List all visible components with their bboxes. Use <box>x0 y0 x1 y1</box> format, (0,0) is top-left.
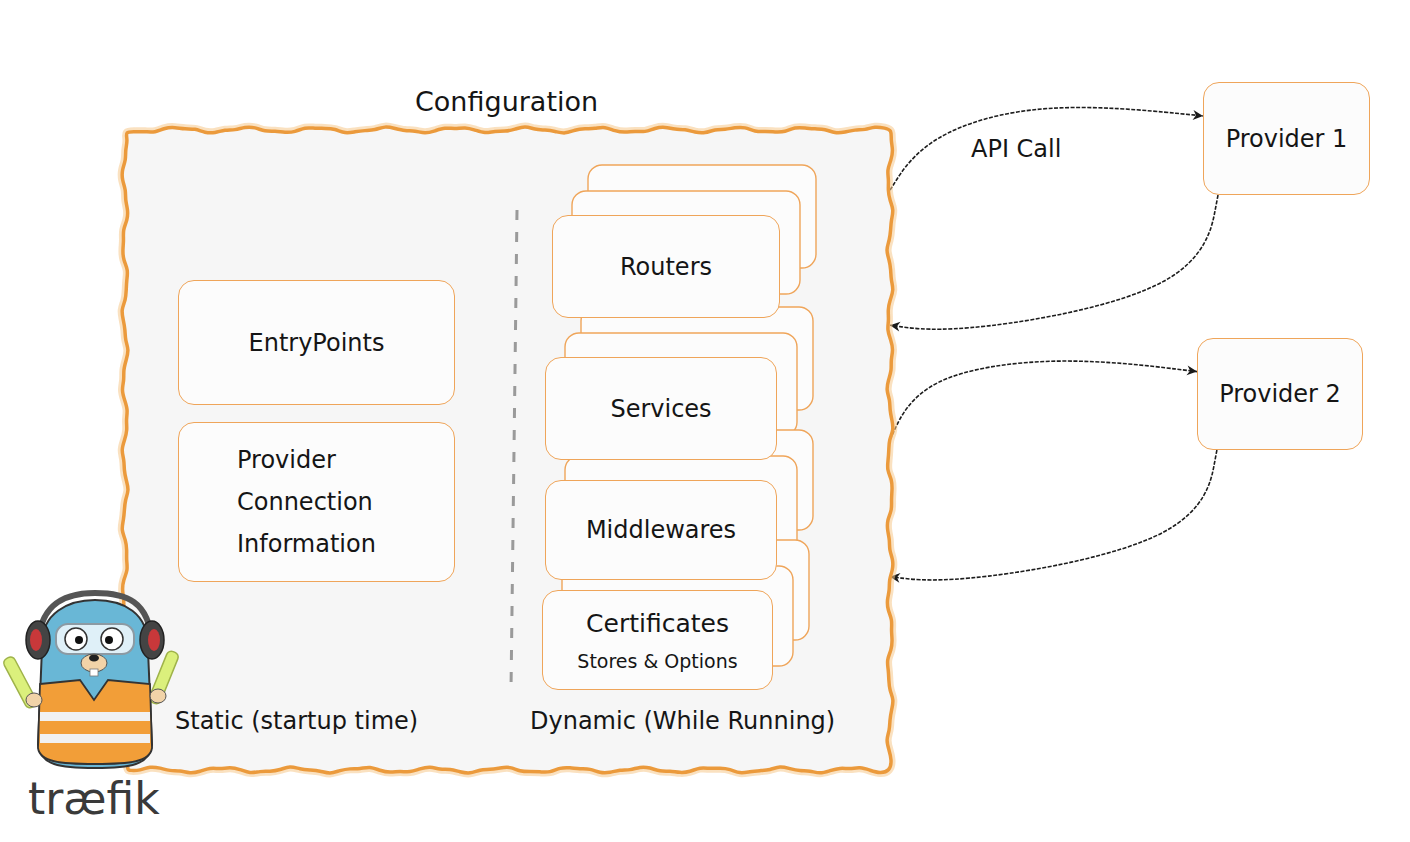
mascot-part <box>30 629 42 651</box>
text-group: Provider 1 <box>1212 118 1362 160</box>
mascot-part <box>90 669 98 676</box>
region-border <box>122 127 893 773</box>
gopher-mascot <box>2 593 180 768</box>
box-label: Middlewares <box>586 509 736 551</box>
connector-arrow <box>890 450 1217 580</box>
mascot-part <box>65 628 87 650</box>
text-group: Provider 2 <box>1205 373 1355 415</box>
box-label: Certificates <box>577 602 737 646</box>
section-label: Static (startup time) <box>175 706 418 737</box>
region-halo <box>122 127 893 773</box>
configuration-region: EntryPointsProvider Connection Informati… <box>125 130 890 770</box>
mascot-part <box>101 628 123 650</box>
mascot-part <box>40 734 150 743</box>
connector-arrow <box>890 195 1218 329</box>
divider-line <box>511 210 517 690</box>
text-group: EntryPoints <box>235 322 399 364</box>
mascot-part <box>38 600 152 768</box>
provider-box: Provider 1 <box>1203 82 1370 195</box>
box-label: EntryPoints <box>249 322 385 364</box>
mascot-part <box>56 624 134 654</box>
box-label: Provider 1 <box>1226 118 1348 160</box>
region-title: Configuration <box>415 84 598 119</box>
dynamic-card: Services <box>545 357 777 460</box>
text-group: Services <box>596 388 725 430</box>
mascot-part <box>150 689 166 703</box>
section-label: Dynamic (While Running) <box>530 706 835 737</box>
box-label: Provider 2 <box>1219 373 1341 415</box>
static-box: Provider Connection Information <box>178 422 455 582</box>
mascot-part <box>38 680 152 764</box>
text-group: Middlewares <box>572 509 750 551</box>
text-group: CertificatesStores & Options <box>563 602 751 679</box>
mascot-part <box>140 621 164 659</box>
dynamic-card: CertificatesStores & Options <box>542 590 773 690</box>
mascot-part <box>75 636 83 644</box>
text-group: Provider Connection Information <box>179 439 454 565</box>
mascot-part <box>105 636 113 644</box>
mascot-part <box>89 655 99 662</box>
connector-arrow <box>890 107 1203 190</box>
text-group: Routers <box>606 246 726 288</box>
box-label: Provider Connection Information <box>237 439 434 565</box>
logo-wordmark: træfik <box>28 770 160 827</box>
provider-box: Provider 2 <box>1197 338 1363 450</box>
dynamic-card: Routers <box>552 215 780 318</box>
box-label: Routers <box>620 246 712 288</box>
mascot-part <box>26 621 50 659</box>
box-label: Services <box>610 388 711 430</box>
edge-label: API Call <box>968 134 1064 165</box>
box-sublabel: Stores & Options <box>577 645 737 678</box>
mascot-part <box>26 693 42 707</box>
dynamic-card: Middlewares <box>545 480 777 580</box>
connector-arrow <box>890 361 1197 440</box>
static-box: EntryPoints <box>178 280 455 405</box>
mascot-part <box>40 712 150 721</box>
mascot-part <box>148 629 160 651</box>
